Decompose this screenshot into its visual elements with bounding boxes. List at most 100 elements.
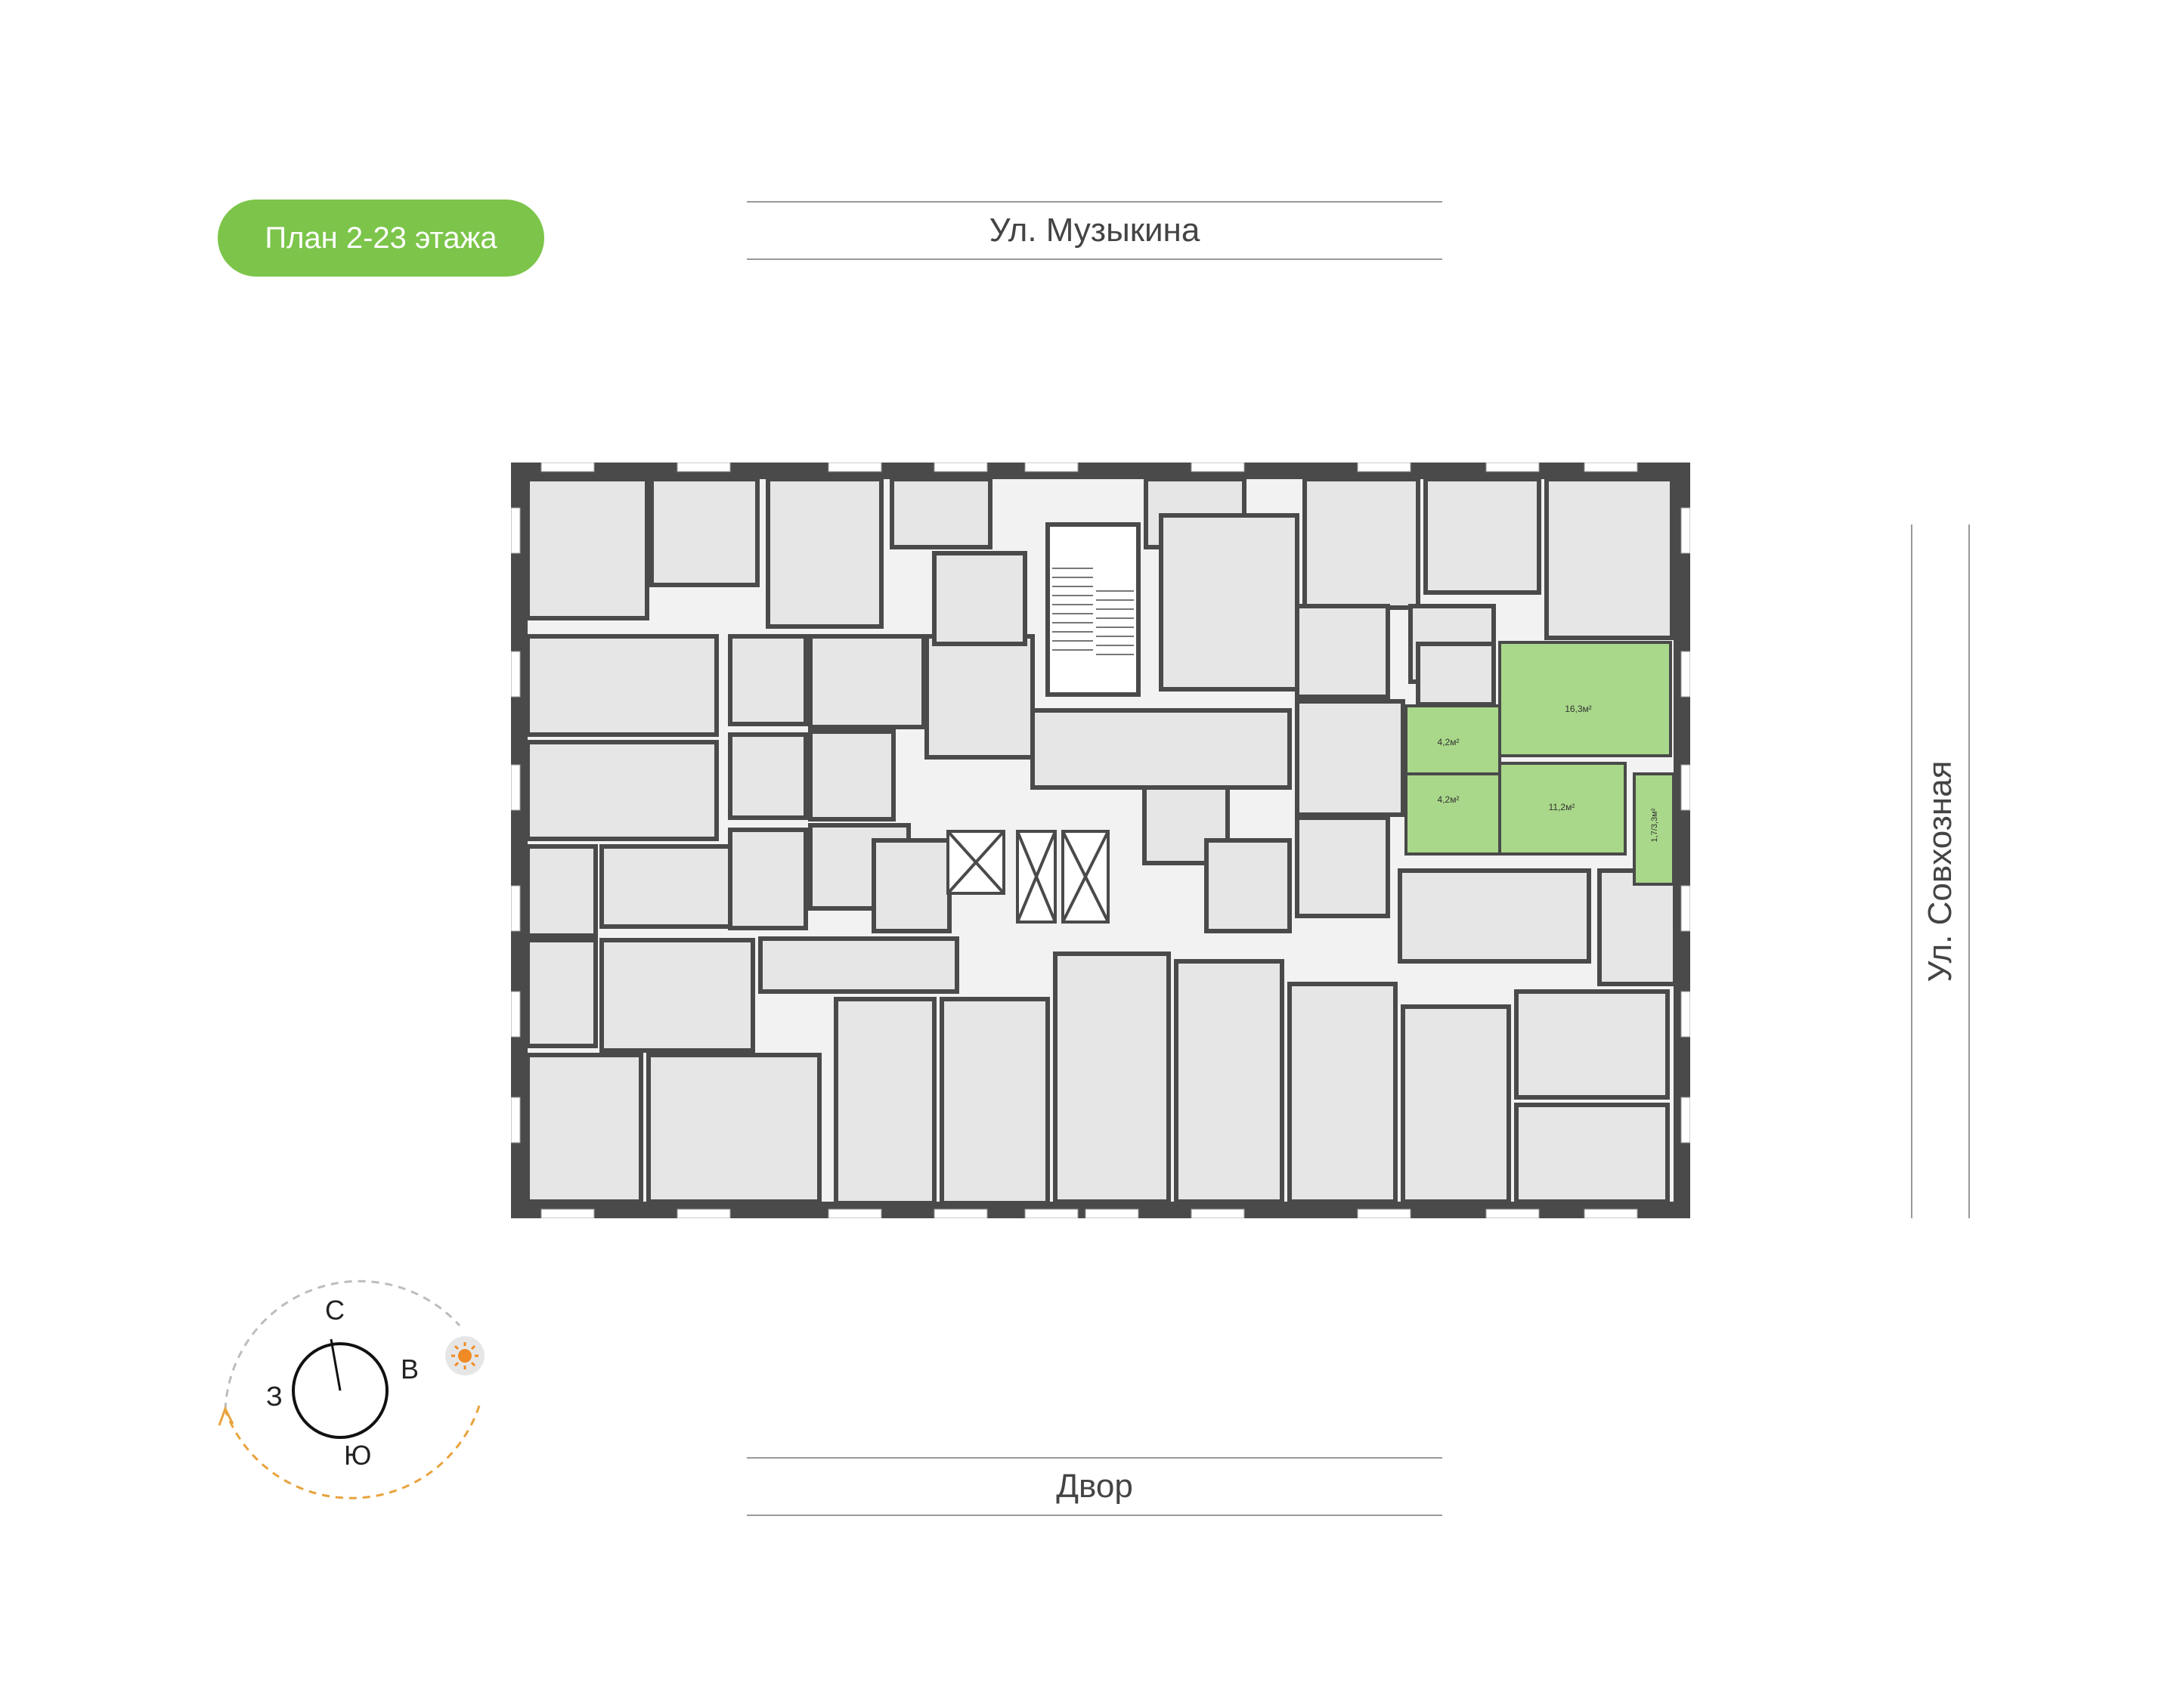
room-hall-area: 4,2м² — [1438, 794, 1460, 805]
window — [1024, 463, 1079, 472]
street-label-top: Ул. Музыкина — [747, 201, 1442, 260]
night-path — [224, 1279, 461, 1411]
room-hall[interactable] — [1404, 772, 1501, 856]
room-block — [1514, 989, 1670, 1100]
window — [1485, 1208, 1540, 1218]
room-block — [1295, 815, 1390, 918]
room-block — [1295, 699, 1405, 817]
floor-plan: 16,3м² 4,2м² 4,2м² 11,2м² 1,7/3,3м² — [511, 463, 1690, 1218]
street-name-right: Ул. Совхозная — [1922, 760, 1959, 982]
room-main[interactable] — [1498, 641, 1672, 757]
room-block — [1030, 708, 1292, 790]
sun-icon — [445, 1336, 485, 1375]
compass-east: В — [401, 1354, 419, 1385]
room-block — [728, 732, 808, 820]
room-block — [1204, 838, 1292, 933]
street-name-top: Ул. Музыкина — [989, 212, 1200, 249]
window — [1191, 463, 1245, 472]
rooms-layer — [525, 477, 1677, 1205]
window — [828, 1208, 882, 1218]
window — [677, 1208, 731, 1218]
window — [1680, 764, 1690, 811]
compass-needle — [330, 1338, 342, 1391]
room-block — [1398, 868, 1591, 964]
street-label-right: Ул. Совхозная — [1911, 524, 1970, 1218]
room-main-area: 16,3м² — [1565, 704, 1592, 714]
room-block — [649, 477, 760, 587]
room-block — [1295, 604, 1390, 699]
window — [1191, 1208, 1245, 1218]
room-block — [1053, 951, 1171, 1204]
room-balcony[interactable] — [1633, 772, 1675, 886]
selected-apartment[interactable]: 16,3м² 4,2м² 4,2м² 11,2м² 1,7/3,3м² — [1404, 641, 1675, 886]
room-block — [758, 936, 959, 994]
room-block — [1416, 642, 1496, 707]
window — [1357, 463, 1411, 472]
room-block — [932, 551, 1027, 646]
window — [540, 463, 595, 472]
window — [1680, 885, 1690, 932]
room-block — [525, 740, 719, 841]
window — [1085, 1208, 1139, 1218]
stair-steps — [1052, 568, 1134, 655]
room-block — [1302, 477, 1420, 610]
room-block — [525, 634, 719, 737]
room-block — [1514, 1103, 1670, 1204]
street-name-bottom: Двор — [1056, 1468, 1133, 1505]
compass-south: Ю — [344, 1440, 371, 1471]
room-kitchen[interactable] — [1498, 762, 1627, 856]
compass-north: С — [325, 1295, 345, 1326]
room-block — [1174, 959, 1284, 1204]
window — [511, 507, 521, 554]
window — [1024, 1208, 1079, 1218]
room-block — [599, 938, 755, 1053]
window — [1680, 991, 1690, 1038]
window — [511, 885, 521, 932]
window — [934, 463, 988, 472]
window — [1584, 463, 1638, 472]
room-block — [1159, 513, 1299, 692]
window — [511, 1097, 521, 1143]
room-block — [924, 634, 1035, 760]
sun-path — [224, 1405, 481, 1499]
window — [1584, 1208, 1638, 1218]
elevator-shafts — [946, 830, 1110, 924]
room-block — [808, 729, 896, 822]
room-block — [766, 477, 884, 629]
window — [934, 1208, 988, 1218]
stairwell — [1045, 522, 1141, 697]
room-block — [1287, 982, 1398, 1204]
window — [1680, 507, 1690, 554]
window — [1680, 1097, 1690, 1143]
room-block — [525, 844, 598, 938]
compass-west: З — [266, 1381, 283, 1412]
window — [511, 651, 521, 698]
window — [1680, 651, 1690, 698]
room-block — [1544, 477, 1674, 640]
window — [511, 991, 521, 1038]
room-balcony-area: 1,7/3,3м² — [1650, 808, 1659, 842]
room-block — [728, 828, 808, 930]
window — [1357, 1208, 1411, 1218]
room-block — [890, 477, 993, 549]
room-block — [525, 477, 649, 620]
room-kitchen-area: 11,2м² — [1549, 802, 1575, 812]
street-label-bottom: Двор — [747, 1457, 1442, 1516]
windows-layer — [511, 463, 1690, 1218]
compass: С В Ю З — [218, 1279, 485, 1499]
room-block — [1597, 868, 1677, 986]
room-block — [646, 1053, 822, 1204]
room-block — [940, 997, 1050, 1205]
window — [828, 463, 882, 472]
room-block — [808, 634, 926, 729]
room-bath-area: 4,2м² — [1438, 737, 1460, 747]
window — [511, 764, 521, 811]
sun-path-arrow-icon — [218, 1406, 234, 1426]
plan-badge: План 2-23 этажа — [218, 200, 544, 277]
room-block — [728, 634, 808, 726]
window — [677, 463, 731, 472]
room-bath[interactable] — [1404, 704, 1501, 775]
room-block — [834, 997, 937, 1205]
room-block — [525, 1053, 643, 1204]
room-block — [1401, 1004, 1511, 1204]
